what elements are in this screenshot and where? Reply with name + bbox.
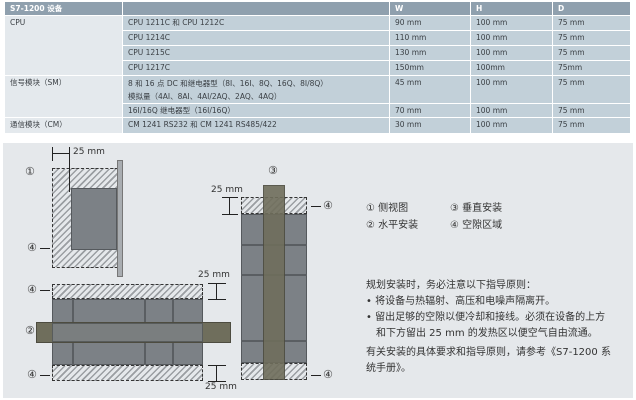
- legend-item: ④ 空隙区域: [450, 218, 502, 233]
- legend-label: 垂直安装: [462, 203, 503, 214]
- marker-clearance: ④: [27, 368, 37, 381]
- bullet-text: 留出足够的空隙以便冷却和接线。必须在设备的上方: [375, 312, 606, 323]
- d: 75mm: [553, 61, 630, 75]
- dim-line: [208, 381, 226, 382]
- arrow: [40, 248, 50, 249]
- h: 100mm: [471, 61, 552, 75]
- legend-item: ② 水平安装: [366, 218, 418, 233]
- device-side: [71, 188, 117, 250]
- bullet-item: • 留出足够的空隙以便冷却和接线。必须在设备的上方: [366, 312, 606, 323]
- din-rail-vertical: [263, 185, 285, 380]
- bullet-item: • 将设备与热辐射、高压和电噪声隔离开。: [366, 296, 556, 307]
- dim-arrow: [229, 198, 230, 214]
- header-h: H: [471, 2, 552, 15]
- h: 100 mm: [471, 118, 552, 133]
- dim-label-bottom: 25 mm: [205, 382, 237, 392]
- arrow: [40, 375, 50, 376]
- dim-arrow: [53, 153, 69, 154]
- clearance-area-bottom: [52, 365, 203, 381]
- dim-label-side: 25 mm: [73, 147, 105, 157]
- d: 75 mm: [553, 16, 630, 30]
- device-center-band: [52, 323, 203, 342]
- guidelines-intro: 规划安装时，务必注意以下指导原则：: [366, 280, 536, 291]
- model-line1: 8 和 16 点 DC 和继电器型（8I、16I、8Q、16Q、8I/8Q）: [128, 79, 328, 88]
- model: CPU 1214C: [123, 31, 389, 45]
- header-w: W: [390, 2, 470, 15]
- legend-label: 侧视图: [378, 203, 409, 214]
- clearance-area-top: [52, 284, 203, 299]
- bullet-text: 将设备与热辐射、高压和电噪声隔离开。: [375, 296, 556, 307]
- dim-line: [208, 299, 226, 300]
- h: 100 mm: [471, 16, 552, 30]
- arrow: [311, 375, 321, 376]
- legend-num: ③: [450, 203, 459, 214]
- marker-vertical: ③: [268, 164, 278, 177]
- dim-arrow: [216, 284, 217, 299]
- dim-line: [222, 214, 238, 215]
- model: 16I/16Q 继电器型（16I/16Q）: [123, 104, 389, 117]
- h: 100 mm: [471, 76, 552, 103]
- arrow: [40, 290, 50, 291]
- w: 90 mm: [390, 16, 470, 30]
- legend-num: ④: [450, 220, 459, 231]
- dim-line: [208, 365, 226, 366]
- d: 75 mm: [553, 46, 630, 60]
- w: 45 mm: [390, 76, 470, 103]
- legend-label: 水平安装: [378, 220, 419, 231]
- model-line2: 模拟量（4AI、8AI、4AI/2AQ、2AQ、4AQ）: [128, 92, 282, 101]
- h: 100 mm: [471, 104, 552, 117]
- model: CPU 1215C: [123, 46, 389, 60]
- header-d: D: [553, 2, 630, 15]
- legend-item: ③ 垂直安装: [450, 201, 502, 216]
- header-model: [123, 2, 389, 15]
- mounting-plate: [117, 160, 123, 277]
- dim-line: [222, 197, 238, 198]
- header-device: S7-1200 设备: [5, 2, 122, 15]
- legend-label: 空隙区域: [462, 220, 503, 231]
- marker-clearance: ④: [323, 368, 333, 381]
- dim-arrow: [216, 366, 217, 381]
- d: 75 mm: [553, 104, 630, 117]
- h: 100 mm: [471, 46, 552, 60]
- w: 130 mm: [390, 46, 470, 60]
- w: 70 mm: [390, 104, 470, 117]
- model: CPU 1217C: [123, 61, 389, 75]
- legend-item: ① 侧视图: [366, 201, 408, 216]
- h: 100 mm: [471, 31, 552, 45]
- marker-clearance: ④: [27, 283, 37, 296]
- dim-label-top: 25 mm: [198, 270, 230, 280]
- model: CM 1241 RS232 和 CM 1241 RS485/422: [123, 118, 389, 133]
- arrow: [311, 206, 321, 207]
- legend-num: ①: [366, 203, 375, 214]
- dim-line: [208, 283, 226, 284]
- marker-side-view: ①: [25, 165, 35, 178]
- group-cm: 通信模块（CM）: [5, 118, 122, 133]
- dim-label-vertical: 25 mm: [211, 185, 243, 195]
- model: CPU 1211C 和 CPU 1212C: [123, 16, 389, 30]
- marker-clearance: ④: [323, 199, 333, 212]
- marker-clearance: ④: [27, 241, 37, 254]
- w: 30 mm: [390, 118, 470, 133]
- d: 75 mm: [553, 31, 630, 45]
- d: 75 mm: [553, 76, 630, 103]
- d: 75 mm: [553, 118, 630, 133]
- note-line1: 有关安装的具体要求和指导原则，请参考《S7-1200 系: [366, 347, 611, 358]
- bullet-continuation: 和下方留出 25 mm 的发热区以便空气自由流通。: [376, 328, 598, 339]
- model: 8 和 16 点 DC 和继电器型（8I、16I、8Q、16Q、8I/8Q） 模…: [123, 76, 389, 103]
- group-sm: 信号模块（SM）: [5, 76, 122, 117]
- w: 150mm: [390, 61, 470, 75]
- marker-horizontal: ②: [25, 324, 35, 337]
- w: 110 mm: [390, 31, 470, 45]
- dim-line: [52, 147, 53, 161]
- note-line2: 统手册》。: [366, 363, 411, 374]
- group-cpu: CPU: [5, 16, 122, 75]
- dim-line: [69, 147, 70, 192]
- legend-num: ②: [366, 220, 375, 231]
